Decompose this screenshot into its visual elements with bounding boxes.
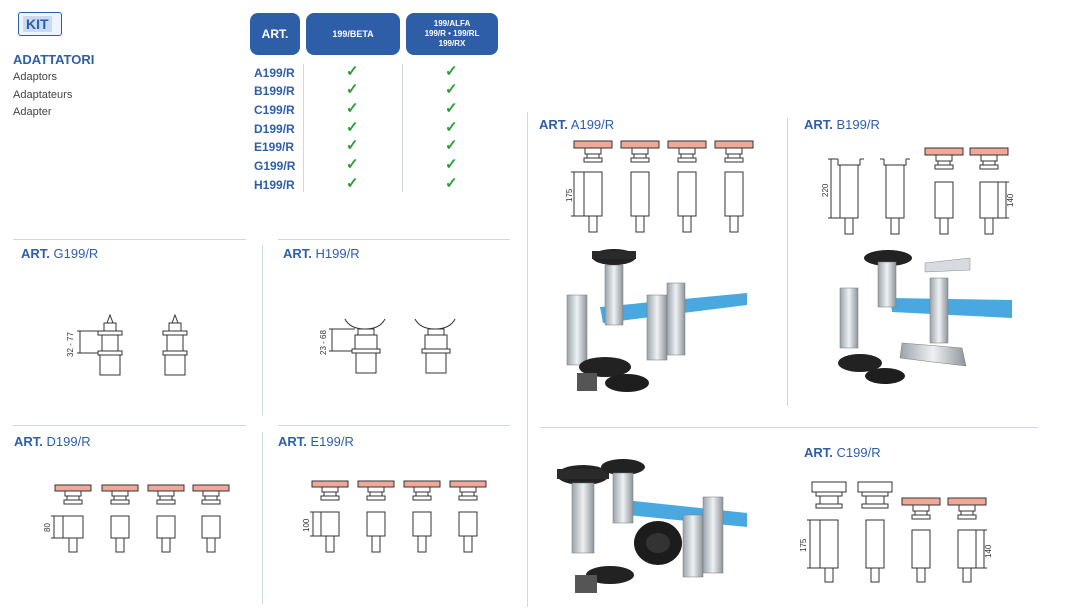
art-prefix: ART. — [278, 434, 307, 449]
section-divider — [13, 239, 246, 240]
art-code: B199/R — [836, 117, 880, 132]
check-icon: ✓ — [445, 175, 458, 192]
c199-photo — [557, 459, 747, 593]
a199-drawing: 175 — [565, 140, 754, 233]
section-divider — [278, 239, 510, 240]
section-divider — [540, 427, 1038, 428]
kit-label: KIT — [23, 16, 52, 32]
check-icon: ✓ — [445, 119, 458, 136]
check-icon: ✓ — [445, 81, 458, 98]
check-icon: ✓ — [346, 156, 359, 173]
table-row-label: E199/R — [254, 140, 295, 154]
table-header-beta: 199/BETA — [306, 13, 400, 55]
check-icon: ✓ — [346, 100, 359, 117]
dimension-label: 175 — [565, 188, 574, 202]
dimension-label: 220 — [821, 183, 830, 197]
art-code: H199/R — [315, 246, 360, 261]
section-title-h: ART. H199/R — [283, 246, 360, 261]
subtitle-en: Adaptors — [13, 71, 58, 83]
g199-drawing: 32 - 77 — [66, 313, 188, 376]
art-code: C199/R — [836, 445, 881, 460]
check-icon: ✓ — [445, 137, 458, 154]
art-prefix: ART. — [539, 117, 568, 132]
section-title-a: ART. A199/R — [539, 117, 614, 132]
table-divider — [402, 64, 403, 192]
section-divider — [262, 432, 263, 604]
alfa-line-3: 199/RX — [438, 39, 466, 48]
table-row-label: H199/R — [254, 178, 295, 192]
section-divider — [787, 118, 788, 406]
table-header-alfa: 199/ALFA 199/R • 199/RL 199/RX — [406, 13, 498, 55]
section-divider — [13, 425, 246, 426]
kit-badge: KIT — [18, 12, 62, 36]
a199-photo — [566, 249, 747, 392]
b199-drawing: 220 140 — [821, 147, 1015, 235]
art-code: A199/R — [570, 117, 615, 132]
table-row-label: C199/R — [254, 103, 295, 117]
table-row-label: D199/R — [254, 122, 295, 136]
check-icon: ✓ — [346, 63, 359, 80]
section-title-d: ART. D199/R — [14, 434, 91, 449]
table-divider — [303, 64, 304, 192]
section-divider — [262, 245, 263, 415]
dimension-label: 32 - 77 — [66, 332, 75, 357]
art-code: E199/R — [310, 434, 354, 449]
section-title-b: ART. B199/R — [804, 117, 880, 132]
section-divider — [527, 112, 528, 607]
check-icon: ✓ — [445, 63, 458, 80]
check-icon: ✓ — [445, 156, 458, 173]
page-title: ADATTATORI — [13, 52, 95, 67]
art-prefix: ART. — [804, 445, 833, 460]
art-prefix: ART. — [804, 117, 833, 132]
subtitle-de: Adapter — [13, 106, 52, 118]
check-icon: ✓ — [346, 119, 359, 136]
e199-drawing: 100 — [302, 480, 487, 553]
section-title-c: ART. C199/R — [804, 445, 881, 460]
alfa-line-1: 199/ALFA — [433, 19, 471, 28]
check-icon: ✓ — [346, 175, 359, 192]
art-prefix: ART. — [283, 246, 312, 261]
dimension-label: 140 — [1006, 193, 1015, 207]
subtitle-fr: Adaptateurs — [13, 89, 73, 101]
table-row-label: G199/R — [254, 159, 296, 173]
check-icon: ✓ — [445, 100, 458, 117]
alfa-line-2: 199/R • 199/RL — [424, 29, 480, 38]
dimension-label: 80 — [43, 523, 52, 532]
check-icon: ✓ — [346, 81, 359, 98]
table-header-art: ART. — [250, 13, 300, 55]
dimension-label: 140 — [984, 544, 993, 558]
table-row-label: B199/R — [254, 84, 295, 98]
art-code: G199/R — [53, 246, 99, 261]
art-prefix: ART. — [21, 246, 50, 261]
section-title-e: ART. E199/R — [278, 434, 354, 449]
dimension-label: 100 — [302, 518, 311, 532]
b199-photo — [838, 250, 1012, 384]
dimension-label: 175 — [799, 538, 808, 552]
art-prefix: ART. — [14, 434, 43, 449]
d199-drawing: 80 — [43, 484, 230, 553]
table-row-label: A199/R — [254, 66, 295, 80]
check-icon: ✓ — [346, 137, 359, 154]
dimension-label: 23 - 68 — [319, 330, 328, 355]
c199-drawing: 175 140 — [799, 481, 993, 583]
section-divider — [278, 425, 510, 426]
h199-drawing: 23 - 68 — [319, 318, 456, 374]
section-title-g: ART. G199/R — [21, 246, 98, 261]
art-code: D199/R — [46, 434, 91, 449]
